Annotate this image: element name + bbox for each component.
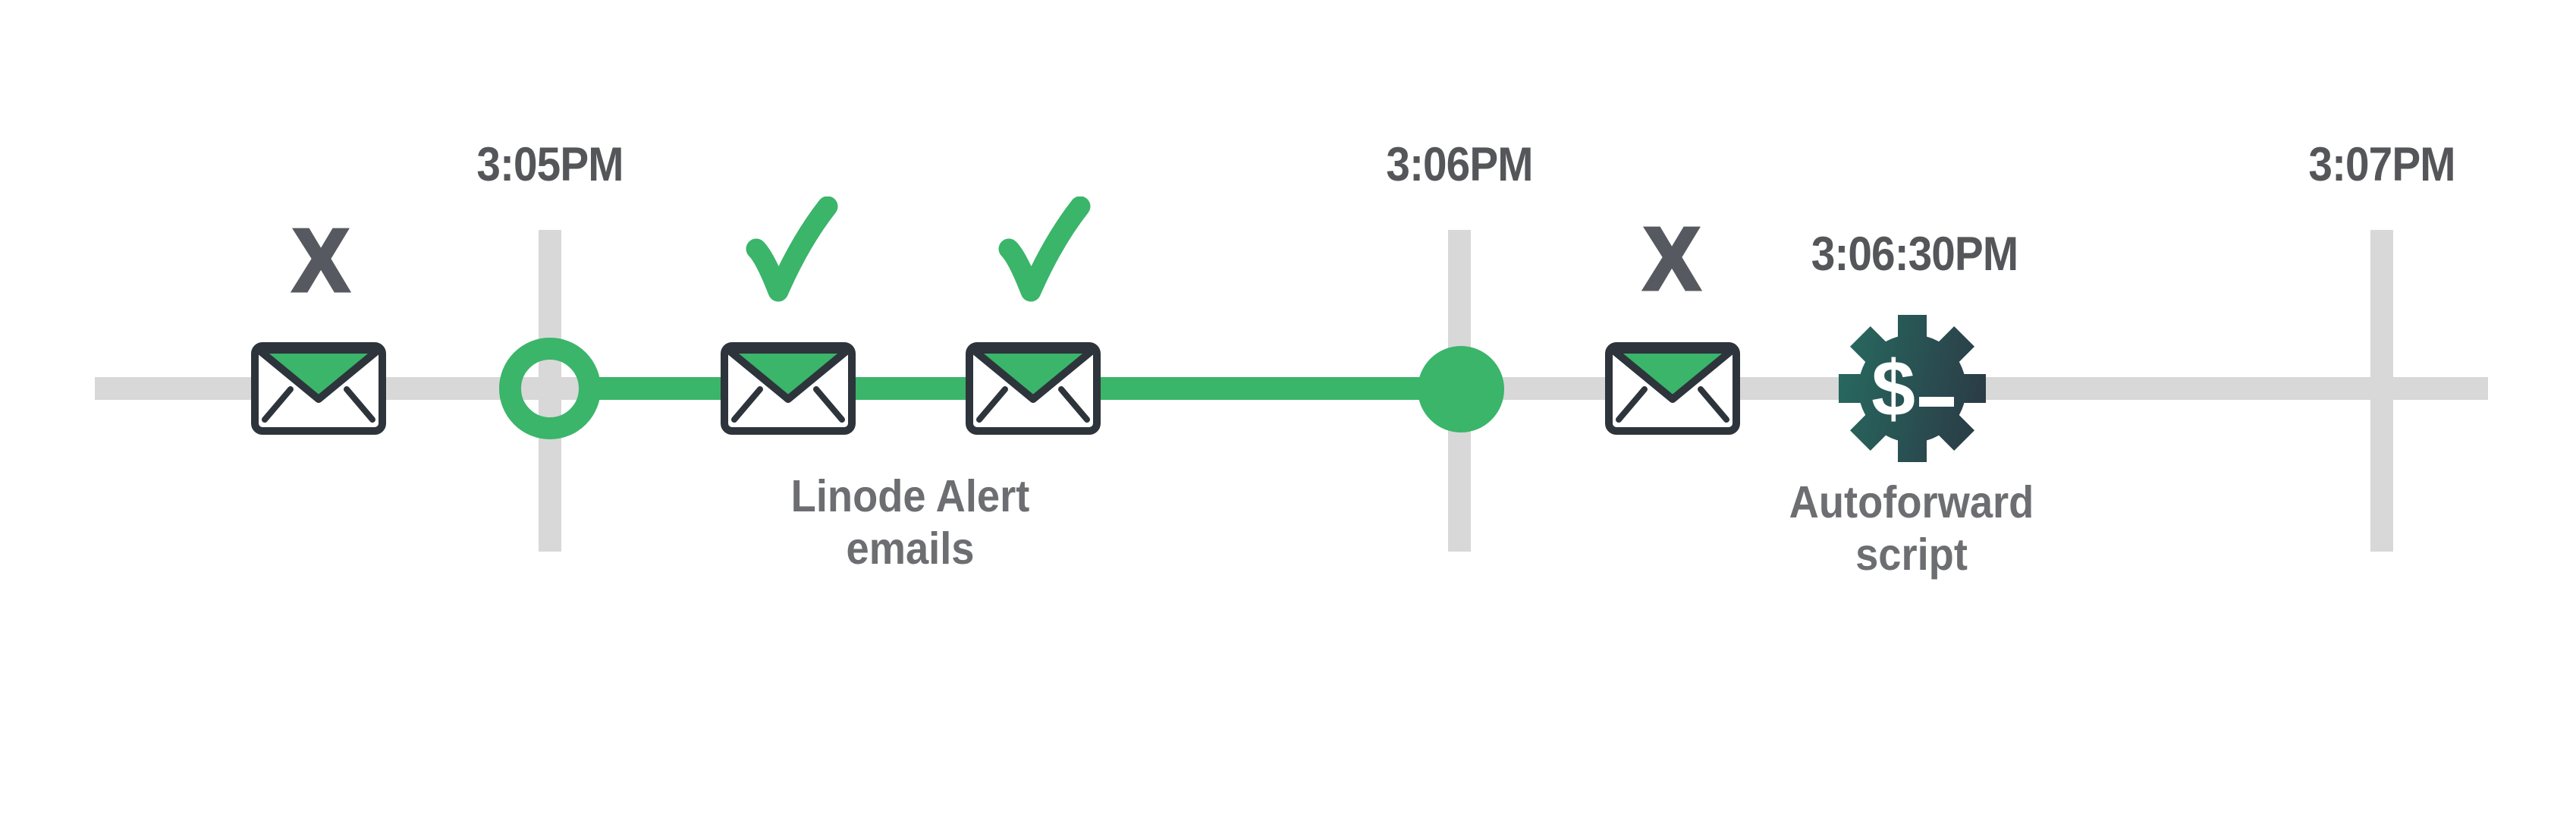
- time-label-3-05pm: 3:05PM: [476, 138, 624, 191]
- script-caption: Autoforward script: [1789, 476, 2034, 581]
- gear-terminal-icon: $: [1839, 315, 1986, 462]
- dollar-prompt-glyph: $: [1871, 345, 1915, 433]
- window-close-marker: [1418, 346, 1504, 432]
- x-mark-icon-1: X: [291, 211, 350, 310]
- time-label-3-07pm: 3:07PM: [2308, 138, 2455, 191]
- emails-caption-line2: emails: [846, 524, 975, 574]
- envelope-icon-blocked-1: [250, 341, 387, 436]
- script-caption-line1: Autoforward: [1789, 477, 2034, 527]
- window-open-marker: [499, 338, 601, 439]
- time-label-3-06pm: 3:06PM: [1386, 138, 1533, 191]
- x-mark-icon-2: X: [1642, 209, 1701, 308]
- time-label-script: 3:06:30PM: [1811, 228, 2018, 281]
- script-caption-line2: script: [1855, 530, 1968, 580]
- checkmark-icon-2: [989, 197, 1095, 310]
- envelope-icon-delivered-2: [965, 341, 1101, 436]
- tick-3-07pm: [2370, 230, 2393, 552]
- emails-caption: Linode Alert emails: [791, 470, 1030, 575]
- envelope-icon-delivered-1: [720, 341, 856, 436]
- emails-caption-line1: Linode Alert: [790, 471, 1030, 521]
- prompt-underscore: [1919, 397, 1954, 407]
- checkmark-icon-1: [737, 197, 843, 310]
- envelope-icon-blocked-2: [1604, 341, 1741, 436]
